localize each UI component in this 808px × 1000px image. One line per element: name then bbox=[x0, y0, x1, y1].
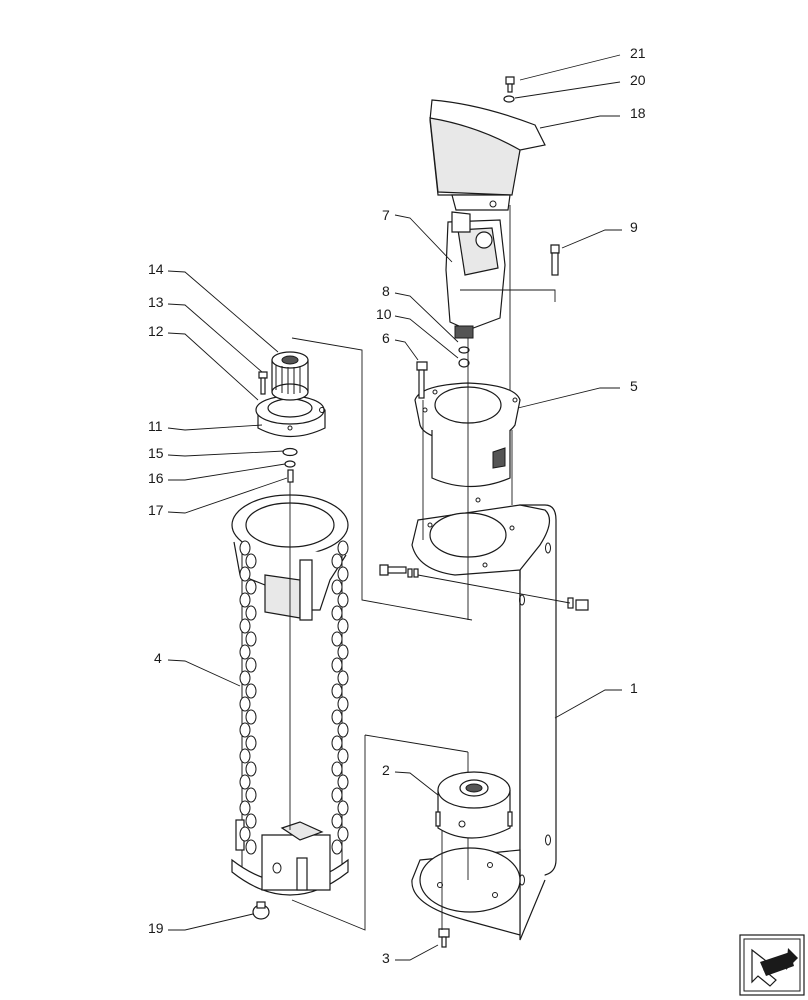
auger-tube-part bbox=[231, 475, 349, 896]
callout-21: 21 bbox=[630, 45, 646, 61]
chain-link bbox=[245, 553, 257, 569]
hood-cover-part bbox=[429, 99, 546, 211]
next-page-arrow-icon[interactable] bbox=[739, 934, 805, 996]
callout-16: 16 bbox=[148, 470, 164, 486]
callout-14: 14 bbox=[148, 261, 164, 277]
small-hardware bbox=[379, 76, 589, 948]
chain-link bbox=[245, 813, 257, 829]
bearing-flange-assembly bbox=[255, 351, 326, 483]
callout-18: 18 bbox=[630, 105, 646, 121]
chain-link bbox=[239, 826, 251, 842]
chain-link bbox=[337, 644, 349, 660]
flange-housing-part bbox=[414, 382, 521, 488]
chain-link bbox=[331, 579, 343, 595]
assembly-lines-right bbox=[291, 205, 571, 931]
plug-part bbox=[252, 901, 270, 920]
callout-12: 12 bbox=[148, 323, 164, 339]
chain-link bbox=[337, 592, 349, 608]
chain-link bbox=[245, 709, 257, 725]
chain-link bbox=[239, 540, 251, 556]
chain-left bbox=[239, 540, 257, 855]
chain-link bbox=[239, 644, 251, 660]
chain-link bbox=[337, 566, 349, 582]
callout-11: 11 bbox=[148, 418, 163, 434]
hydraulic-motor-part bbox=[445, 211, 556, 339]
chain-link bbox=[331, 631, 343, 647]
callout-19: 19 bbox=[148, 920, 164, 936]
chain-link bbox=[337, 722, 349, 738]
chain-link bbox=[331, 553, 343, 569]
chain-link bbox=[239, 696, 251, 712]
chain-link bbox=[337, 826, 349, 842]
chain-link bbox=[239, 618, 251, 634]
chain-link bbox=[245, 579, 257, 595]
chain-link bbox=[337, 748, 349, 764]
chain-link bbox=[239, 592, 251, 608]
callout-3: 3 bbox=[382, 950, 390, 966]
chain-link bbox=[331, 761, 343, 777]
callout-8: 8 bbox=[382, 283, 390, 299]
callout-10: 10 bbox=[376, 306, 392, 322]
callout-4: 4 bbox=[154, 650, 162, 666]
chain-link bbox=[239, 670, 251, 686]
chain-link bbox=[331, 813, 343, 829]
chain-link bbox=[239, 800, 251, 816]
callout-7: 7 bbox=[382, 207, 390, 223]
callout-1: 1 bbox=[630, 680, 638, 696]
chain-link bbox=[245, 839, 257, 855]
chain-link bbox=[245, 631, 257, 647]
chain-link bbox=[331, 605, 343, 621]
chain-link bbox=[337, 670, 349, 686]
callout-2: 2 bbox=[382, 762, 390, 778]
bracket-part bbox=[411, 497, 557, 941]
callout-9: 9 bbox=[630, 219, 638, 235]
chain-link bbox=[337, 540, 349, 556]
chain-link bbox=[245, 683, 257, 699]
callout-labels: 21 20 18 7 9 8 10 6 5 14 13 12 11 15 16 … bbox=[148, 45, 646, 966]
chain-link bbox=[239, 774, 251, 790]
chain-link bbox=[245, 735, 257, 751]
chain-link bbox=[331, 657, 343, 673]
callout-13: 13 bbox=[148, 294, 164, 310]
chain-link bbox=[331, 709, 343, 725]
chain-link bbox=[245, 657, 257, 673]
chain-link bbox=[337, 618, 349, 634]
chain-link bbox=[239, 722, 251, 738]
callout-leaders bbox=[167, 54, 622, 961]
callout-17: 17 bbox=[148, 502, 164, 518]
chain-link bbox=[245, 787, 257, 803]
chain-link bbox=[239, 566, 251, 582]
callout-15: 15 bbox=[148, 445, 164, 461]
callout-20: 20 bbox=[630, 72, 646, 88]
chain-link bbox=[245, 605, 257, 621]
chain-link bbox=[331, 787, 343, 803]
chain-link bbox=[337, 696, 349, 712]
callout-6: 6 bbox=[382, 330, 390, 346]
chain-right bbox=[331, 540, 349, 855]
chain-link bbox=[245, 761, 257, 777]
chain-link bbox=[337, 800, 349, 816]
chain-link bbox=[331, 839, 343, 855]
chain-link bbox=[331, 683, 343, 699]
callout-5: 5 bbox=[630, 378, 638, 394]
chain-link bbox=[337, 774, 349, 790]
drive-unit-part bbox=[435, 771, 513, 839]
chain-link bbox=[239, 748, 251, 764]
chain-link bbox=[331, 735, 343, 751]
